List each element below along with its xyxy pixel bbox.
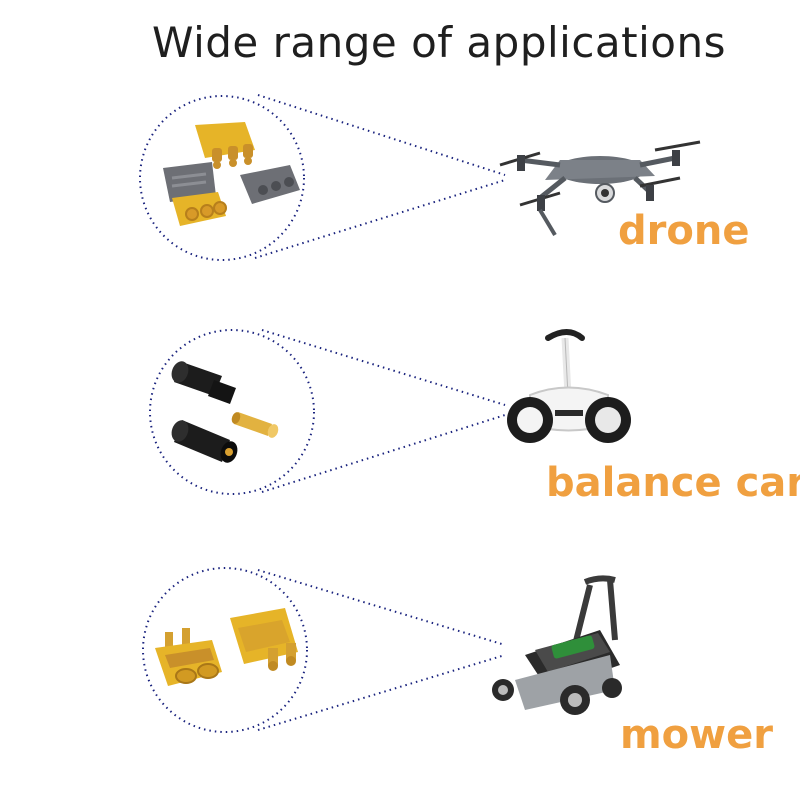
application-label-balance-car: balance car bbox=[546, 460, 800, 506]
zoom-line bbox=[257, 94, 506, 176]
zoom-line bbox=[257, 569, 506, 646]
bullet-connector-icon bbox=[171, 361, 279, 463]
zoom-line bbox=[261, 329, 506, 406]
application-label-drone: drone bbox=[618, 208, 750, 254]
row-drone bbox=[139, 94, 701, 261]
page-title: Wide range of applications bbox=[152, 18, 726, 67]
xt60-connector-icon bbox=[155, 608, 298, 686]
connector-zoom-circle bbox=[139, 95, 305, 261]
zoom-line bbox=[261, 414, 506, 493]
connector-zoom-circle bbox=[149, 329, 315, 495]
mower-icon bbox=[492, 575, 622, 715]
row-balance-car bbox=[149, 329, 631, 495]
row-mower bbox=[142, 567, 622, 733]
connector-zoom-circle bbox=[142, 567, 308, 733]
mr30-connector-icon bbox=[163, 122, 300, 226]
zoom-line bbox=[257, 654, 506, 731]
balance-car-icon bbox=[507, 329, 631, 443]
drone-icon bbox=[499, 140, 701, 237]
application-label-mower: mower bbox=[620, 712, 773, 758]
